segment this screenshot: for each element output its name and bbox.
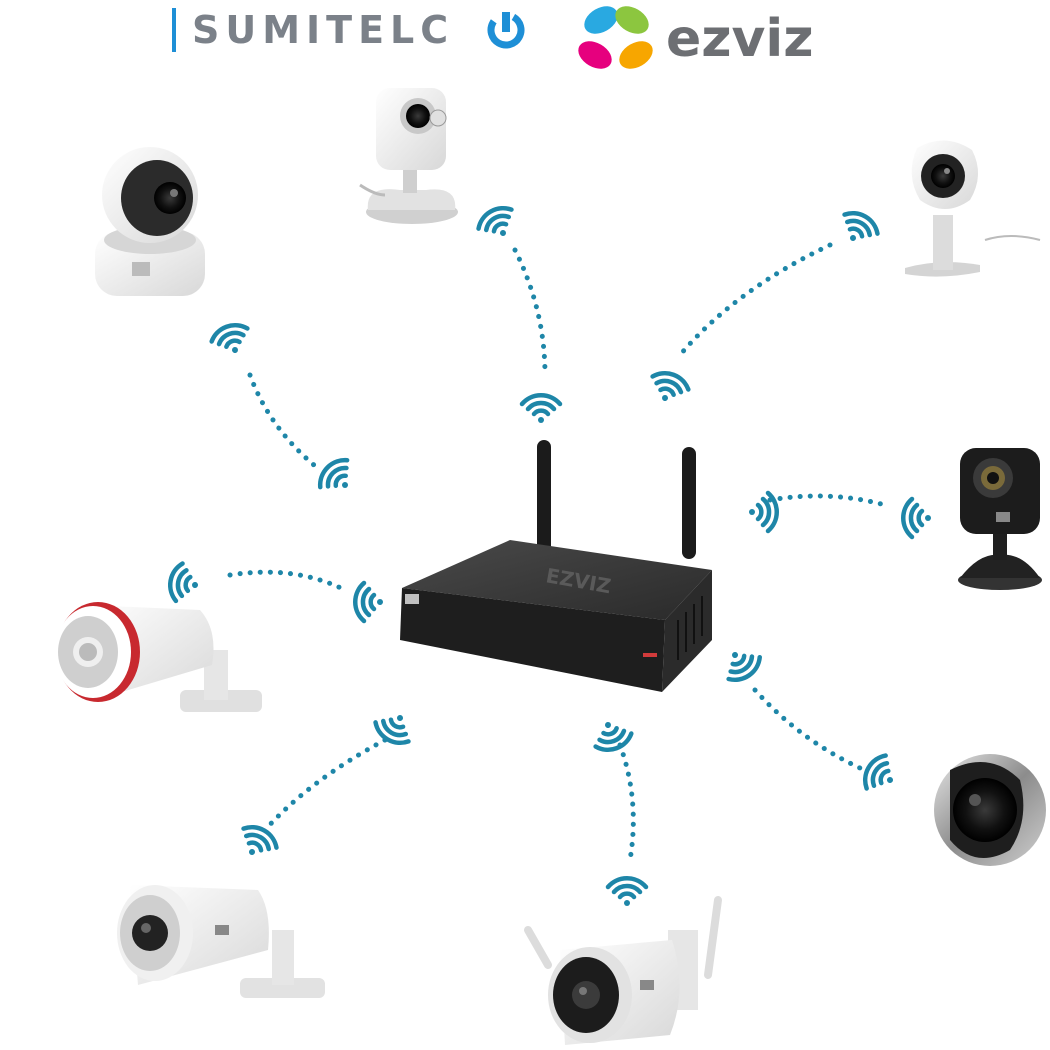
outdoor-wifi-bullet-camera: [524, 896, 722, 1045]
ezviz-logo-text: ezviz: [666, 9, 814, 69]
wifi-icon: [842, 210, 880, 241]
wifi-icon: [901, 496, 931, 540]
wifi-icon: [862, 753, 893, 791]
sumitelco-accent-bar: [172, 8, 176, 52]
wifi-icon: [749, 490, 779, 534]
link-bullet: [262, 737, 388, 833]
bullet-camera: [117, 885, 325, 998]
cube-camera: [359, 88, 458, 224]
black-cube-camera: [958, 448, 1042, 590]
sumitelco-logo-text: SUMITELC: [192, 8, 454, 52]
wifi-icon: [476, 205, 514, 236]
wifi-icon: [593, 722, 634, 752]
fisheye-ball-camera: [934, 754, 1046, 866]
link-outdoor: [617, 742, 636, 863]
link-bullet-red: [227, 569, 348, 593]
wifi-icon: [726, 652, 762, 682]
nvr-antenna-right: [682, 447, 696, 559]
link-cube: [512, 247, 548, 378]
wifi-icon: [209, 323, 250, 353]
wifi-icon: [605, 876, 649, 906]
wireless-links: [227, 242, 888, 863]
link-fisheye: [752, 687, 863, 771]
link-mini-o: [677, 242, 833, 358]
ezviz-logo: ezviz: [578, 6, 814, 69]
bullet-camera-red-ring: [55, 602, 262, 712]
power-icon: [487, 11, 525, 49]
wifi-icon: [373, 715, 411, 746]
wifi-icon: [650, 371, 691, 401]
wifi-icon: [168, 561, 198, 604]
wifi-icon: [519, 393, 563, 423]
link-pan-tilt: [247, 372, 323, 473]
wifi-icon: [317, 457, 350, 490]
nvr-antenna-left: [537, 440, 551, 568]
sumitelco-logo: SUMITELC: [172, 8, 525, 52]
ezviz-flower-icon: [578, 6, 653, 69]
link-black-cube: [767, 493, 888, 508]
wifi-icon: [241, 824, 279, 855]
wifi-signals: [168, 205, 931, 906]
wireless-nvr: EZVIZ: [400, 440, 712, 692]
pan-tilt-camera: [95, 147, 205, 296]
wifi-icon: [353, 580, 383, 624]
mini-o-camera: [905, 140, 1041, 277]
